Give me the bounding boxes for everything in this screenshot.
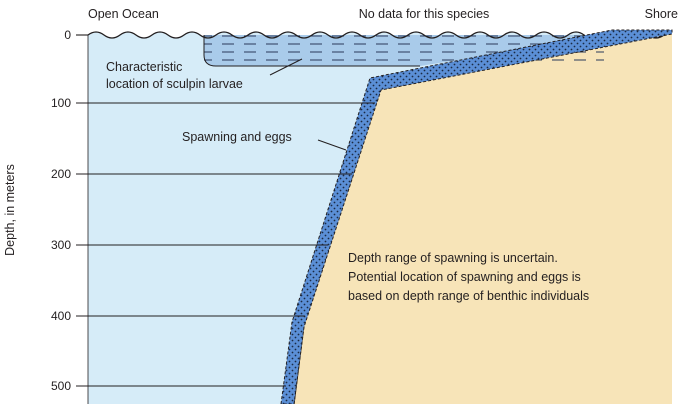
label-spawning: Spawning and eggs xyxy=(182,130,292,144)
y-axis-title: Depth, in meters xyxy=(3,164,17,256)
label-shore: Shore xyxy=(645,7,678,21)
note-line3: based on depth range of benthic individu… xyxy=(348,289,589,303)
note-line1: Depth range of spawning is uncertain. xyxy=(348,251,558,265)
y-tick-100: 100 xyxy=(51,96,71,110)
label-larvae-line1: Characteristic xyxy=(106,60,182,74)
note-line2: Potential location of spawning and eggs … xyxy=(348,270,581,284)
y-tick-200: 200 xyxy=(51,167,71,181)
y-tick-300: 300 xyxy=(51,238,71,252)
y-tick-400: 400 xyxy=(51,309,71,323)
y-tick-0: 0 xyxy=(64,28,71,42)
y-tick-500: 500 xyxy=(51,379,71,393)
label-no-data: No data for this species xyxy=(359,7,490,21)
label-larvae-line2: location of sculpin larvae xyxy=(106,77,243,91)
label-open-ocean: Open Ocean xyxy=(88,7,159,21)
